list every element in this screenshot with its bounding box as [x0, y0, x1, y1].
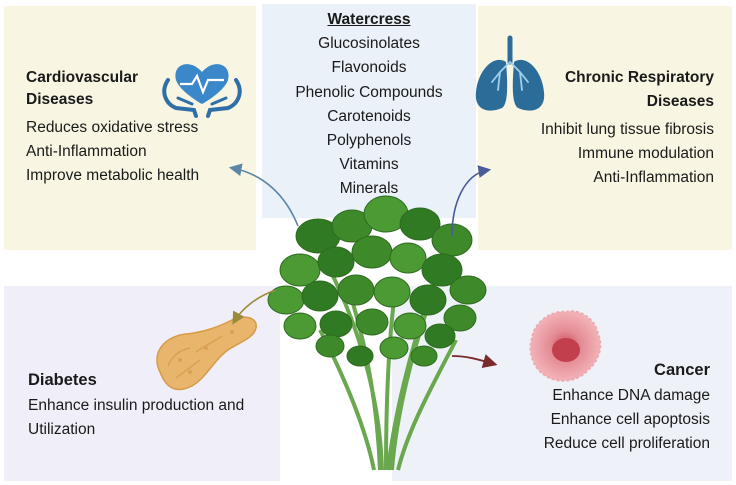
watercress-leaf	[424, 323, 456, 349]
respiratory-effect: Inhibit lung tissue fibrosis	[540, 121, 714, 138]
watercress-leaf	[393, 312, 427, 340]
watercress-leaf	[317, 246, 355, 278]
watercress-leaf	[409, 284, 447, 316]
pancreas-icon	[156, 316, 257, 391]
watercress-compounds-panel	[262, 4, 476, 218]
watercress-leaf	[399, 207, 441, 241]
watercress-leaf	[346, 345, 374, 367]
cancer-title: Cancer	[654, 361, 710, 379]
cardiovascular-effect: Anti-Inflammation	[26, 143, 147, 160]
watercress-plant-icon	[267, 195, 487, 471]
watercress-leaf	[337, 274, 375, 306]
compound-item: Minerals	[339, 180, 399, 198]
watercress-leaf	[319, 310, 353, 338]
compound-item: Phenolic Compounds	[295, 83, 443, 101]
watercress-leaf	[379, 336, 409, 360]
respiratory-panel	[478, 6, 732, 250]
respiratory-title-line1: Chronic Respiratory	[564, 69, 714, 86]
diabetes-title: Diabetes	[28, 371, 97, 389]
arrow-to-cancer	[451, 354, 498, 368]
watercress-leaf	[389, 242, 427, 274]
watercress-leaf	[449, 275, 487, 305]
diabetes-effect: Utilization	[28, 421, 96, 438]
cardiovascular-title-line1: Cardiovascular	[26, 69, 138, 86]
arrow-to-respiratory	[451, 165, 492, 237]
diabetes-effect: Enhance insulin production and	[28, 397, 245, 414]
lungs-icon	[475, 35, 545, 111]
watercress-leaf	[301, 280, 339, 312]
watercress-title: Watercress	[327, 11, 411, 28]
cancer-cell-icon	[529, 310, 602, 382]
respiratory-title-line2: Diseases	[646, 93, 714, 110]
watercress-leaf	[421, 253, 463, 287]
watercress-leaf	[351, 235, 393, 269]
heart-in-hands-icon	[162, 64, 242, 118]
watercress-leaf	[315, 334, 345, 358]
watercress-compounds-list: Watercress Glucosinolates Flavonoids Phe…	[262, 8, 476, 202]
arrow-to-cardiovascular	[228, 163, 299, 227]
cardiovascular-title-line2: Diseases	[26, 91, 94, 108]
compound-item: Flavonoids	[331, 59, 407, 77]
watercress-leaf	[410, 345, 438, 367]
cancer-effect: Enhance cell apoptosis	[550, 411, 710, 428]
watercress-leaf	[279, 253, 321, 287]
watercress-leaf	[283, 312, 317, 340]
watercress-leaf	[355, 308, 389, 336]
compound-item: Polyphenols	[326, 132, 412, 150]
cancer-effect: Reduce cell proliferation	[543, 435, 710, 452]
respiratory-effect: Anti-Inflammation	[593, 169, 714, 186]
compound-item: Vitamins	[339, 156, 399, 174]
cardiovascular-effect: Improve metabolic health	[26, 167, 200, 184]
arrow-to-diabetes	[232, 289, 277, 325]
compound-item: Glucosinolates	[318, 35, 420, 53]
cardiovascular-effect: Reduces oxidative stress	[26, 119, 199, 136]
respiratory-effect: Immune modulation	[577, 145, 714, 162]
watercress-leaf	[443, 304, 477, 332]
cardiovascular-panel	[4, 6, 256, 250]
compound-item: Carotenoids	[327, 107, 411, 125]
cancer-effect: Enhance DNA damage	[552, 387, 710, 404]
watercress-leaf	[373, 276, 411, 308]
